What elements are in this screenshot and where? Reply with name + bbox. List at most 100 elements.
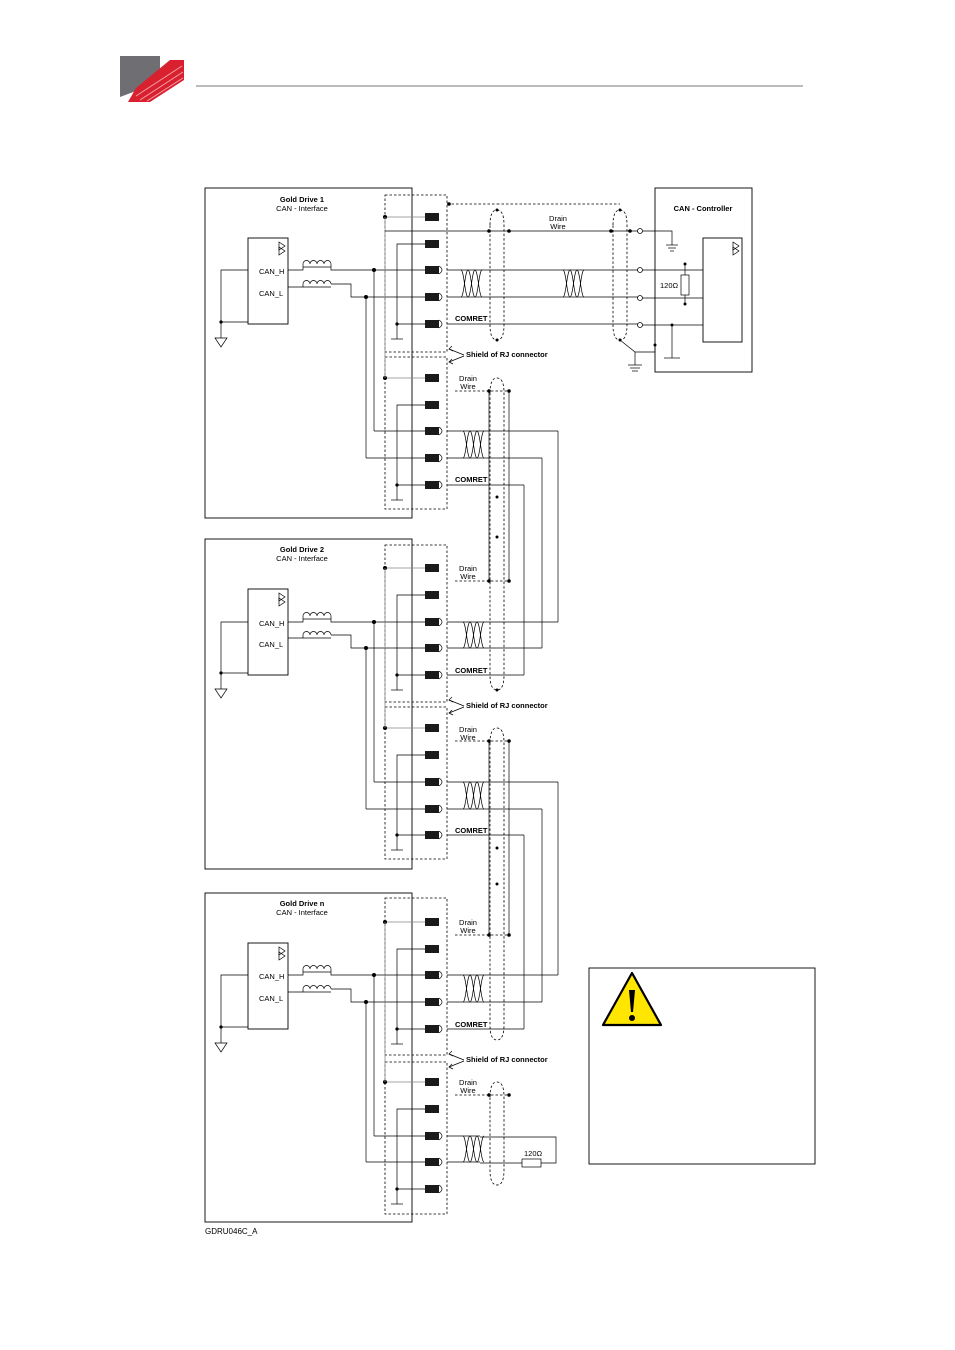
junction-dot [507,1093,511,1097]
driven-title: Gold Drive n [280,899,325,908]
chip-marker [278,946,286,956]
drain-label-2a: Drain [459,564,477,573]
cable-shield [489,727,505,1041]
rj-pin [425,1158,439,1166]
twisted-pair [576,269,585,298]
rj-connector-shields [384,194,448,1215]
twisted-pair [476,974,485,1003]
junction-dot [609,229,613,233]
twisted-pair [562,269,571,298]
ground-wire [220,621,248,689]
drain-label-2b: Wire [460,572,475,581]
junction-dot [495,495,499,499]
junction-dot [495,688,499,692]
chip-marker [278,246,286,256]
can-l-label: CAN_L [259,640,283,649]
twisted-pair [476,430,485,459]
junction-dot [395,322,399,326]
junction-dot [495,882,499,886]
rj-pin [425,401,439,409]
rj-pin [425,213,439,221]
twisted-pair [462,1135,471,1163]
rj-pin [425,240,439,248]
rj-pin [425,751,439,759]
pin-contact [438,265,443,275]
comret-label-1: COMRET [455,314,488,323]
cable-shield [489,377,505,691]
drain-label-5b: Wire [460,1086,475,1095]
rj-pin [425,831,439,839]
junction-dot [487,229,491,233]
controller-drain-label-a: Drain [549,214,567,223]
ground-wire [396,1108,425,1204]
can-h-label: CAN_H [259,267,284,276]
rj-pin [425,1105,439,1113]
transformer-coil [302,612,332,617]
rj-pin [425,644,439,652]
twisted-pair [476,781,485,810]
comret-label-3: COMRET [455,666,488,675]
ground-wire [396,404,425,500]
transformer-coil [302,965,332,970]
can-controller: CAN - Controller 120Ω [618,187,753,373]
rj-pin [425,724,439,732]
chip-marker [278,241,286,251]
chip-marker [278,592,286,602]
drain-label-5a: Drain [459,1078,477,1087]
rj-pin [425,293,439,301]
ground-wire [396,948,425,1044]
rj-pin [425,1025,439,1033]
drive1-box [204,187,413,519]
can-l-link [331,988,366,1003]
pin-contact [438,480,443,490]
can-l-link [288,284,304,288]
rj-pin [425,427,439,435]
can-l-label: CAN_L [259,994,283,1003]
pin-contact [438,804,443,814]
ground-wire [396,594,425,690]
drain-label-3a: Drain [459,725,477,734]
cable-shield [489,1081,505,1186]
drain-label-1b: Wire [460,382,475,391]
comret-label-5: COMRET [455,1020,488,1029]
rj-pin [425,481,439,489]
rj-pin [425,778,439,786]
transceiver-chip [247,942,289,1030]
drain-label-4b: Wire [460,926,475,935]
ground-wire [220,269,248,338]
chip-marker [278,951,286,961]
ground-wire [220,974,248,1043]
pin-contact [438,426,443,436]
shield-label-3: Shield of RJ connector [466,1055,548,1064]
can-l-label: CAN_L [259,289,283,298]
pin-contact [438,1157,443,1167]
comret-label-4: COMRET [455,826,488,835]
pin-contact [438,970,443,980]
rj-pin [425,671,439,679]
cable-shield [612,209,628,341]
junction-dot [395,1187,399,1191]
rj-pin [425,1132,439,1140]
pin-contact [438,617,443,627]
drive1-subtitle: CAN - Interface [276,204,328,213]
junction-dot [495,846,499,850]
can-h-link [330,616,374,623]
transformer-coil [302,631,332,636]
rj-pin [425,1185,439,1193]
can-h-link [288,969,304,976]
rj-pin [425,971,439,979]
drain-label-3b: Wire [460,733,475,742]
rj-pin [425,998,439,1006]
junction-dot [618,208,622,212]
twisted-pair [469,974,478,1003]
junction-dot [487,1093,491,1097]
drain-label-4a: Drain [459,918,477,927]
junction-dot [395,483,399,487]
cable-shield [489,209,505,341]
can-h-link [288,616,304,623]
controller-drain-label-b: Wire [550,222,565,231]
transformer-coil [302,260,332,265]
twisted-pair [469,1135,478,1163]
controller-title: CAN - Controller [674,204,733,213]
